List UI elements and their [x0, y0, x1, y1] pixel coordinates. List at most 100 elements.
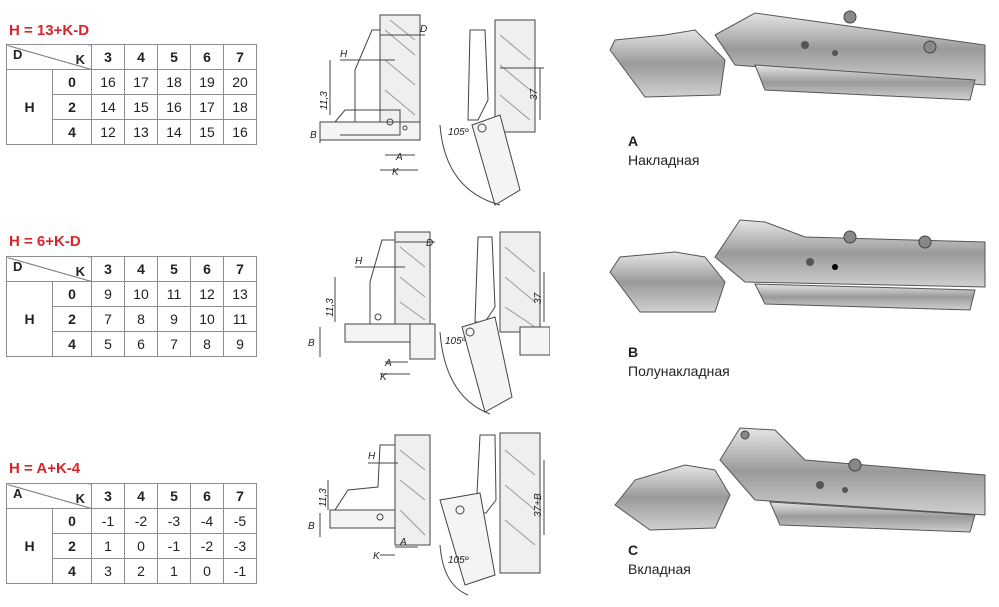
angle-label: 105º	[445, 336, 467, 347]
hinge-arm	[369, 239, 396, 324]
k-header: 4	[124, 256, 158, 282]
dimension-label-h: H	[355, 256, 363, 267]
table-cell: 12	[91, 119, 125, 145]
cabinet-wall	[494, 19, 536, 133]
screw	[740, 430, 750, 440]
table-cell: 16	[223, 119, 257, 145]
table-cell: -3	[223, 533, 257, 559]
table-cell: 15	[124, 94, 158, 120]
caption-letter: B	[628, 344, 639, 360]
hinge-cup	[614, 464, 731, 531]
table-cell: 0	[124, 533, 158, 559]
caption-letter: C	[628, 542, 639, 558]
row-key: 4	[52, 558, 92, 584]
wood-grain	[504, 449, 536, 546]
screw	[848, 458, 862, 472]
table-cell: -1	[157, 533, 191, 559]
row-variable-label: D	[13, 47, 23, 62]
table-cell: 17	[124, 69, 158, 95]
table-cell: 2	[124, 558, 158, 584]
table-cell: 9	[223, 331, 257, 357]
dimension-label-37: 37	[529, 88, 540, 100]
rivet	[832, 264, 838, 270]
table-cell: 8	[124, 306, 158, 332]
group-label: H	[5, 508, 54, 584]
table-cell: 10	[124, 281, 158, 307]
dimension-label-37-b: 37+B	[533, 493, 544, 517]
table-cell: -3	[157, 508, 191, 534]
hinge-pivot	[374, 313, 382, 321]
k-header: 7	[223, 44, 257, 70]
table-row: H 0 16 17 18 19 20	[5, 69, 257, 145]
row-key: 4	[52, 331, 92, 357]
hinge-pivot	[465, 327, 475, 337]
k-header: 5	[157, 256, 191, 282]
caption-half-overlay: B Полунакладная	[628, 344, 730, 379]
k-header: 3	[91, 483, 125, 509]
technical-drawing-inset: H B A K 11,3 37+B 105º	[308, 432, 545, 596]
hinge-arm-open	[474, 236, 496, 323]
hinge-base	[754, 283, 976, 311]
hinge-pivot	[376, 513, 384, 521]
table-row: 4 5 6 7 8 9	[7, 331, 257, 357]
hinge-arm-open	[467, 29, 489, 121]
dimension-label-11-3: 11,3	[318, 488, 329, 507]
row-variable-label: D	[13, 259, 23, 274]
technical-drawing-overlay: H D B A K 11,3 37 105º	[310, 14, 544, 206]
hinge-base	[769, 501, 976, 533]
formula-half-overlay: H = 6+K-D	[9, 233, 81, 250]
cabinet-wall	[394, 231, 431, 325]
table-row: 2 1 0 -1 -2 -3	[7, 533, 257, 559]
table-cell: 3	[91, 558, 125, 584]
caption-name: Накладная	[628, 152, 700, 168]
door-panel	[319, 121, 421, 141]
caption-letter: A	[628, 133, 639, 149]
table-row: 4 12 13 14 15 16	[7, 119, 257, 145]
table-cell: 16	[91, 69, 125, 95]
row-key: 2	[52, 94, 92, 120]
table-row: 4 3 2 1 0 -1	[7, 558, 257, 584]
door-panel-open	[461, 316, 513, 413]
table-cell: 9	[157, 306, 191, 332]
table-cell: 19	[190, 69, 224, 95]
row-key: 0	[52, 508, 92, 534]
table-cell: 13	[124, 119, 158, 145]
dimension-label-a: A	[384, 358, 392, 369]
hinge-pivot	[477, 123, 487, 133]
row-key: 4	[52, 119, 92, 145]
dimension-label-11-3: 11,3	[325, 298, 336, 317]
angle-label: 105º	[448, 555, 470, 566]
hinge-pivot	[455, 505, 465, 515]
wood-grain	[399, 246, 426, 321]
rivet	[842, 487, 848, 493]
table-cell: 11	[223, 306, 257, 332]
cabinet-wall	[379, 14, 421, 126]
group-label: H	[5, 281, 54, 357]
row-variable-label: A	[13, 486, 23, 501]
column-variable-label: K	[75, 52, 85, 67]
dimension-label-k: K	[392, 167, 400, 178]
table-overlay: D K 3 4 5 6 7 H 0 16 17 18 19 20 2 14 15…	[5, 44, 257, 145]
table-cell: 13	[223, 281, 257, 307]
table-cell: -1	[223, 558, 257, 584]
screw	[923, 40, 937, 54]
k-header: 3	[91, 256, 125, 282]
angle-arc	[439, 124, 501, 206]
k-header: 6	[190, 44, 224, 70]
cabinet-wall	[499, 432, 541, 574]
table-cell: 0	[190, 558, 224, 584]
header-corner: A K	[6, 483, 92, 509]
column-variable-label: K	[75, 264, 85, 279]
screw	[843, 10, 857, 24]
table-cell: 16	[157, 94, 191, 120]
dimension-label-d: D	[426, 238, 433, 249]
k-header: 7	[223, 256, 257, 282]
table-cell: 20	[223, 69, 257, 95]
hinge-cup	[609, 251, 726, 313]
table-cell: 11	[157, 281, 191, 307]
dimension-label-b: B	[308, 338, 315, 349]
table-cell: -5	[223, 508, 257, 534]
table-cell: 18	[157, 69, 191, 95]
table-cell: 10	[190, 306, 224, 332]
hinge-base	[754, 64, 976, 101]
